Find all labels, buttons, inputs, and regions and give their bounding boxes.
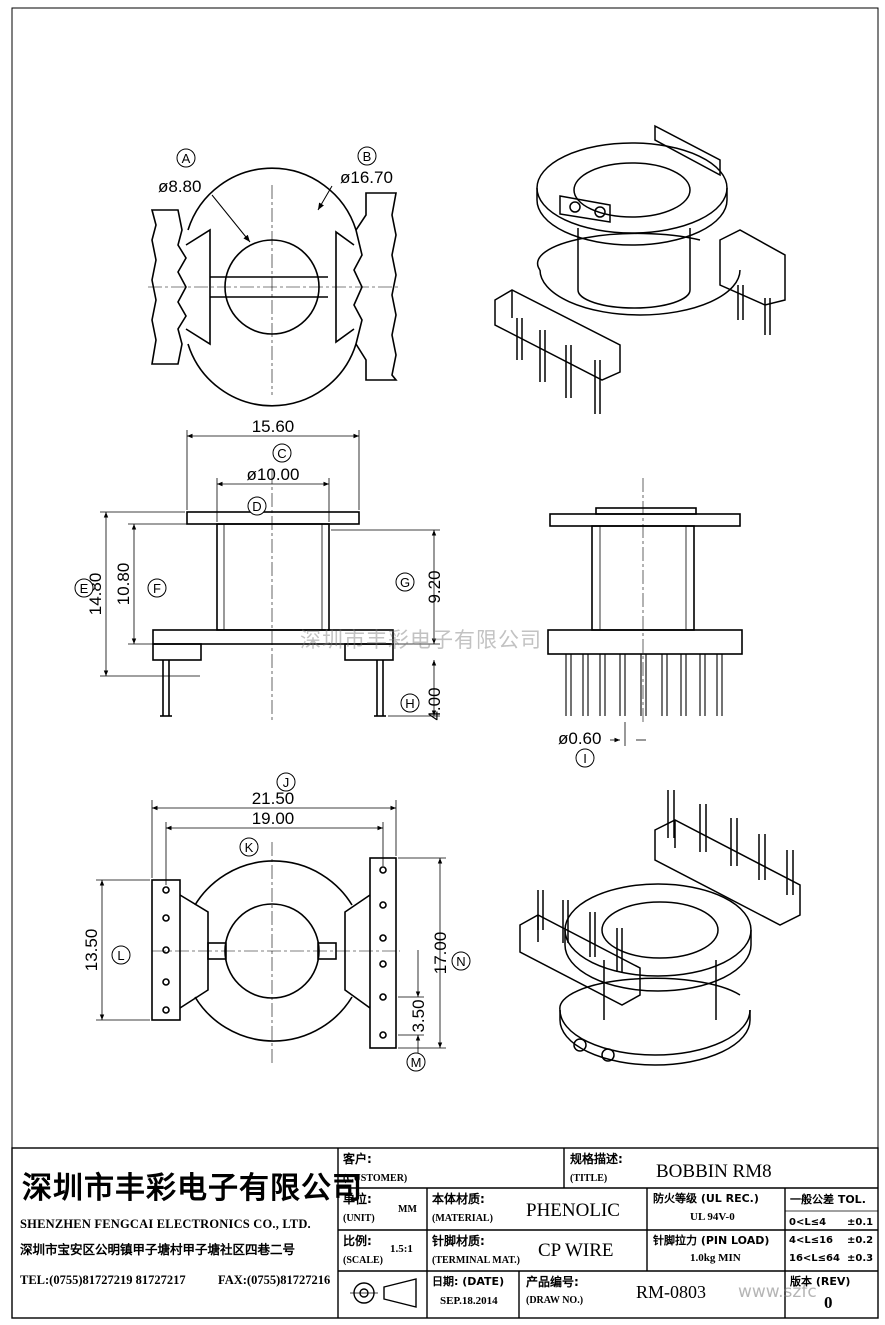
company-name-en: SHENZHEN FENGCAI ELECTRONICS CO., LTD.	[20, 1217, 311, 1231]
marker-d: D	[247, 496, 267, 516]
svg-text:L: L	[117, 948, 124, 963]
terminal-label: 针脚材质:	[432, 1234, 485, 1248]
iso-view-bottom	[519, 790, 801, 1066]
tolerance-value-1: ±0.1	[847, 1217, 874, 1228]
bottom-dim-height-right: 17.00	[431, 932, 450, 975]
pin-load-value: 1.0kg MIN	[690, 1252, 741, 1264]
sheet-border	[11, 7, 879, 1319]
front-dim-width-outer: 15.60	[252, 417, 295, 436]
revision-label: 版本 (REV)	[790, 1275, 851, 1288]
svg-text:H: H	[405, 696, 414, 711]
unit-label: 单位:	[343, 1192, 372, 1206]
draw-no-label-en: (DRAW NO.)	[526, 1295, 584, 1306]
bottom-view	[96, 800, 446, 1064]
marker-n: N	[451, 951, 471, 971]
revision-value: 0	[824, 1293, 833, 1312]
company-fax: FAX:(0755)81727216	[218, 1273, 331, 1287]
svg-text:E: E	[80, 581, 89, 596]
marker-b: B	[357, 146, 377, 166]
svg-text:G: G	[400, 575, 410, 590]
tolerance-range-1: 0<L≤4	[789, 1217, 827, 1228]
side-dim-pin-dia: ø0.60	[558, 729, 601, 748]
front-view	[100, 430, 440, 722]
tolerance-label: 一般公差 TOL.	[790, 1193, 866, 1206]
terminal-label-en: (TERMINAL MAT.)	[432, 1255, 520, 1266]
company-address: 深圳市宝安区公明镇甲子塘村甲子塘社区四巷二号	[20, 1242, 296, 1257]
material-value: PHENOLIC	[526, 1200, 620, 1221]
top-view	[148, 167, 400, 407]
marker-e: E	[74, 578, 94, 598]
svg-text:N: N	[456, 954, 465, 969]
bottom-dim-pitch: 3.50	[409, 999, 428, 1032]
svg-text:D: D	[252, 499, 261, 514]
bottom-dim-width-inner: 19.00	[252, 809, 295, 828]
draw-no-value: RM-0803	[636, 1282, 707, 1302]
marker-f: F	[147, 578, 167, 598]
top-dim-a: ø8.80	[158, 177, 201, 196]
marker-k: K	[239, 837, 259, 857]
svg-text:J: J	[283, 775, 290, 790]
watermark-url: www.szfc	[738, 1282, 817, 1302]
date-label: 日期: (DATE)	[432, 1275, 505, 1288]
company-name-cn: 深圳市丰彩电子有限公司	[22, 1171, 363, 1206]
svg-text:I: I	[583, 751, 587, 766]
svg-text:K: K	[245, 840, 254, 855]
material-label: 本体材质:	[432, 1192, 485, 1206]
top-dim-b: ø16.70	[340, 168, 393, 187]
title-label-en: (TITLE)	[570, 1173, 608, 1184]
svg-text:C: C	[277, 446, 286, 461]
marker-m: M	[406, 1052, 426, 1072]
side-view	[547, 478, 743, 746]
customer-label-en: (CUSTOMER)	[343, 1173, 408, 1184]
tolerance-range-3: 16<L≤64	[789, 1253, 840, 1264]
company-tel: TEL:(0755)81727219 81727217	[20, 1273, 186, 1287]
fire-rating-label: 防火等级 (UL REC.)	[653, 1192, 759, 1205]
svg-text:M: M	[411, 1055, 422, 1070]
marker-h: H	[400, 693, 420, 713]
front-dim-width-inner: ø10.00	[247, 465, 300, 484]
title-value: BOBBIN RM8	[656, 1161, 772, 1182]
marker-c: C	[272, 443, 292, 463]
unit-label-en: (UNIT)	[343, 1213, 375, 1224]
watermark: 深圳市丰彩电子有限公司	[300, 628, 542, 652]
marker-l: L	[111, 945, 131, 965]
material-label-en: (MATERIAL)	[432, 1213, 493, 1224]
svg-text:A: A	[182, 151, 191, 166]
marker-i: I	[575, 748, 595, 768]
front-dim-height-body: 9.20	[425, 570, 444, 603]
svg-text:B: B	[363, 149, 372, 164]
draw-no-label: 产品编号:	[526, 1275, 579, 1289]
front-dim-height-inner: 10.80	[114, 563, 133, 606]
fire-rating-value: UL 94V-0	[690, 1211, 735, 1223]
unit-value: MM	[398, 1204, 417, 1215]
tolerance-value-3: ±0.3	[847, 1253, 874, 1264]
marker-j: J	[276, 772, 296, 792]
terminal-value: CP WIRE	[538, 1240, 614, 1261]
title-label: 规格描述:	[570, 1152, 623, 1166]
front-dim-pin-length: 4.00	[425, 687, 444, 720]
scale-label-en: (SCALE)	[343, 1255, 384, 1266]
date-value: SEP.18.2014	[440, 1295, 498, 1307]
tolerance-range-2: 4<L≤16	[789, 1235, 834, 1246]
iso-view-top	[494, 124, 786, 414]
pin-load-label: 针脚拉力 (PIN LOAD)	[653, 1234, 770, 1247]
marker-a: A	[176, 148, 196, 168]
title-block	[11, 1147, 879, 1319]
bottom-dim-height-left: 13.50	[82, 929, 101, 972]
bottom-dim-width-outer: 21.50	[252, 789, 295, 808]
svg-text:F: F	[153, 581, 161, 596]
scale-label: 比例:	[343, 1234, 372, 1248]
marker-g: G	[395, 572, 415, 592]
scale-value: 1.5:1	[390, 1243, 413, 1255]
customer-label: 客户:	[343, 1152, 372, 1166]
tolerance-value-2: ±0.2	[847, 1235, 874, 1246]
